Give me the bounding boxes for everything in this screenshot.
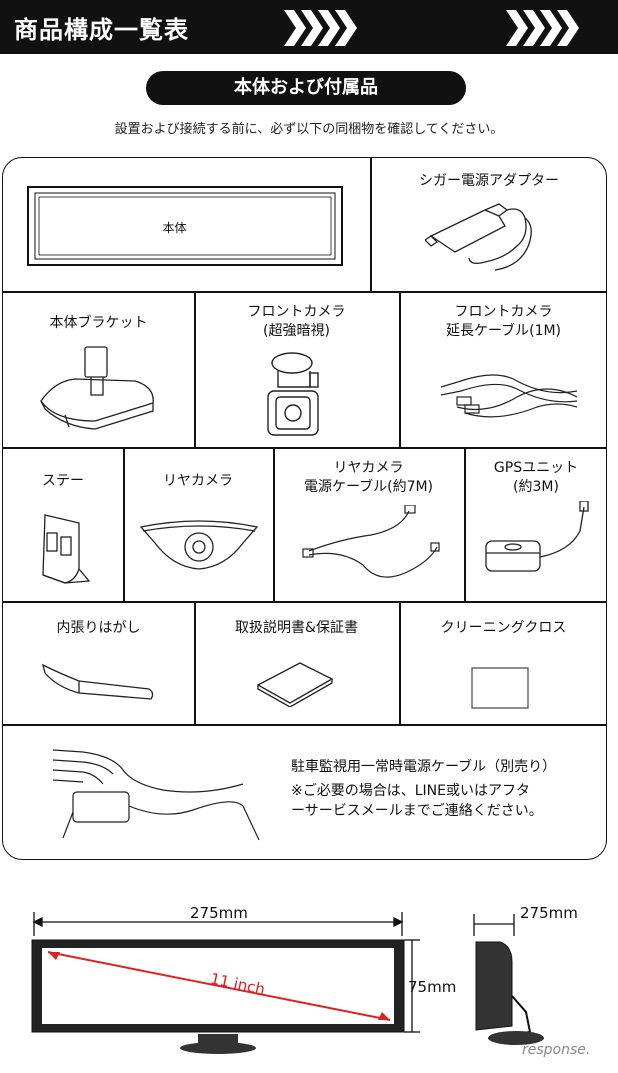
parking-cable-note: ーサービスメールまでご連絡ください。	[291, 803, 543, 819]
item-label: (超強暗視)	[263, 323, 330, 339]
item-cloth: クリーニングクロス	[399, 601, 606, 724]
grid-divider	[399, 601, 401, 724]
grid-divider	[399, 291, 401, 447]
cable-illustration	[440, 374, 578, 418]
cigar-adapter-illustration	[425, 203, 532, 271]
stay-illustration	[42, 514, 91, 584]
parking-cable-title: 駐車監視用一常時電源ケーブル（別売り）	[291, 759, 557, 775]
item-label: シガー電源アダプター	[419, 173, 559, 189]
trim-remover-illustration	[42, 663, 154, 700]
item-label: 取扱説明書&保証書	[235, 620, 358, 636]
intro-text: 設置および接続する前に、必ず以下の同梱物を確認してください。	[114, 122, 504, 137]
dimension-width: 275mm	[190, 904, 248, 922]
item-rear-power-cable: リヤカメラ 電源ケーブル(約7M)	[273, 447, 464, 601]
item-front-camera: フロントカメラ (超強暗視)	[194, 291, 399, 447]
chevrons-icon	[506, 10, 579, 46]
dimension-height: 75mm	[408, 978, 457, 996]
grid-divider	[194, 601, 196, 724]
bracket-illustration	[40, 346, 154, 430]
grid-divider	[194, 291, 196, 447]
cable-illustration	[302, 505, 440, 578]
item-label: GPSユニット	[493, 460, 579, 476]
grid-divider	[3, 724, 606, 726]
item-label: リヤカメラ	[163, 473, 233, 489]
item-front-ext-cable: フロントカメラ 延長ケーブル(1M)	[399, 291, 606, 447]
dimension-side-width: 275mm	[520, 904, 578, 922]
gps-unit-illustration	[485, 501, 589, 572]
rear-camera-illustration	[139, 520, 259, 570]
item-label: (約3M)	[513, 479, 559, 495]
item-rear-camera: リヤカメラ	[123, 447, 273, 601]
item-trim-remover: 内張りはがし	[3, 601, 194, 724]
cloth-illustration	[471, 667, 529, 709]
chevrons-icon	[284, 10, 357, 46]
grid-divider	[3, 447, 606, 449]
item-label: ステー	[42, 473, 84, 489]
grid-divider	[3, 291, 606, 293]
main-unit-illustration	[27, 186, 343, 266]
item-stay: ステー	[3, 447, 123, 601]
parking-cable-note: ※ご必要の場合は、LINE或いはアフタ	[291, 783, 530, 799]
parking-cable-illustration	[52, 749, 260, 841]
item-label: フロントカメラ	[247, 304, 346, 320]
grid-divider	[370, 158, 372, 291]
item-bracket: 本体ブラケット	[3, 291, 194, 447]
grid-divider	[464, 447, 466, 601]
page-title: 商品構成一覧表	[14, 16, 189, 44]
front-camera-illustration	[267, 352, 319, 436]
item-manual: 取扱説明書&保証書	[194, 601, 399, 724]
side-dimension-diagram	[473, 914, 544, 1045]
grid-divider	[123, 447, 125, 601]
section-title: 本体および付属品	[146, 71, 466, 105]
item-label: 電源ケーブル(約7M)	[303, 479, 434, 495]
item-label: 本体ブラケット	[49, 315, 148, 331]
item-label: クリーニングクロス	[440, 620, 567, 636]
item-cigar-adapter: シガー電源アダプター	[370, 158, 606, 291]
item-parking-cable: 駐車監視用一常時電源ケーブル（別売り） ※ご必要の場合は、LINE或いはアフタ …	[3, 724, 606, 859]
item-label: 内張りはがし	[56, 620, 141, 636]
item-main-unit: 本体	[3, 158, 370, 291]
grid-divider	[3, 601, 606, 603]
item-label: リヤカメラ	[333, 460, 404, 476]
grid-divider	[273, 447, 275, 601]
item-label: 延長ケーブル(1M)	[445, 323, 562, 339]
item-gps-unit: GPSユニット (約3M)	[464, 447, 606, 601]
front-dimension-diagram	[31, 912, 420, 1054]
item-label: 本体	[162, 221, 187, 235]
item-label: フロントカメラ	[454, 304, 553, 320]
contents-grid: 本体 シガー電源アダプター 本体ブラケット	[2, 157, 607, 860]
manual-illustration	[256, 662, 334, 707]
watermark: response.	[522, 1042, 591, 1058]
